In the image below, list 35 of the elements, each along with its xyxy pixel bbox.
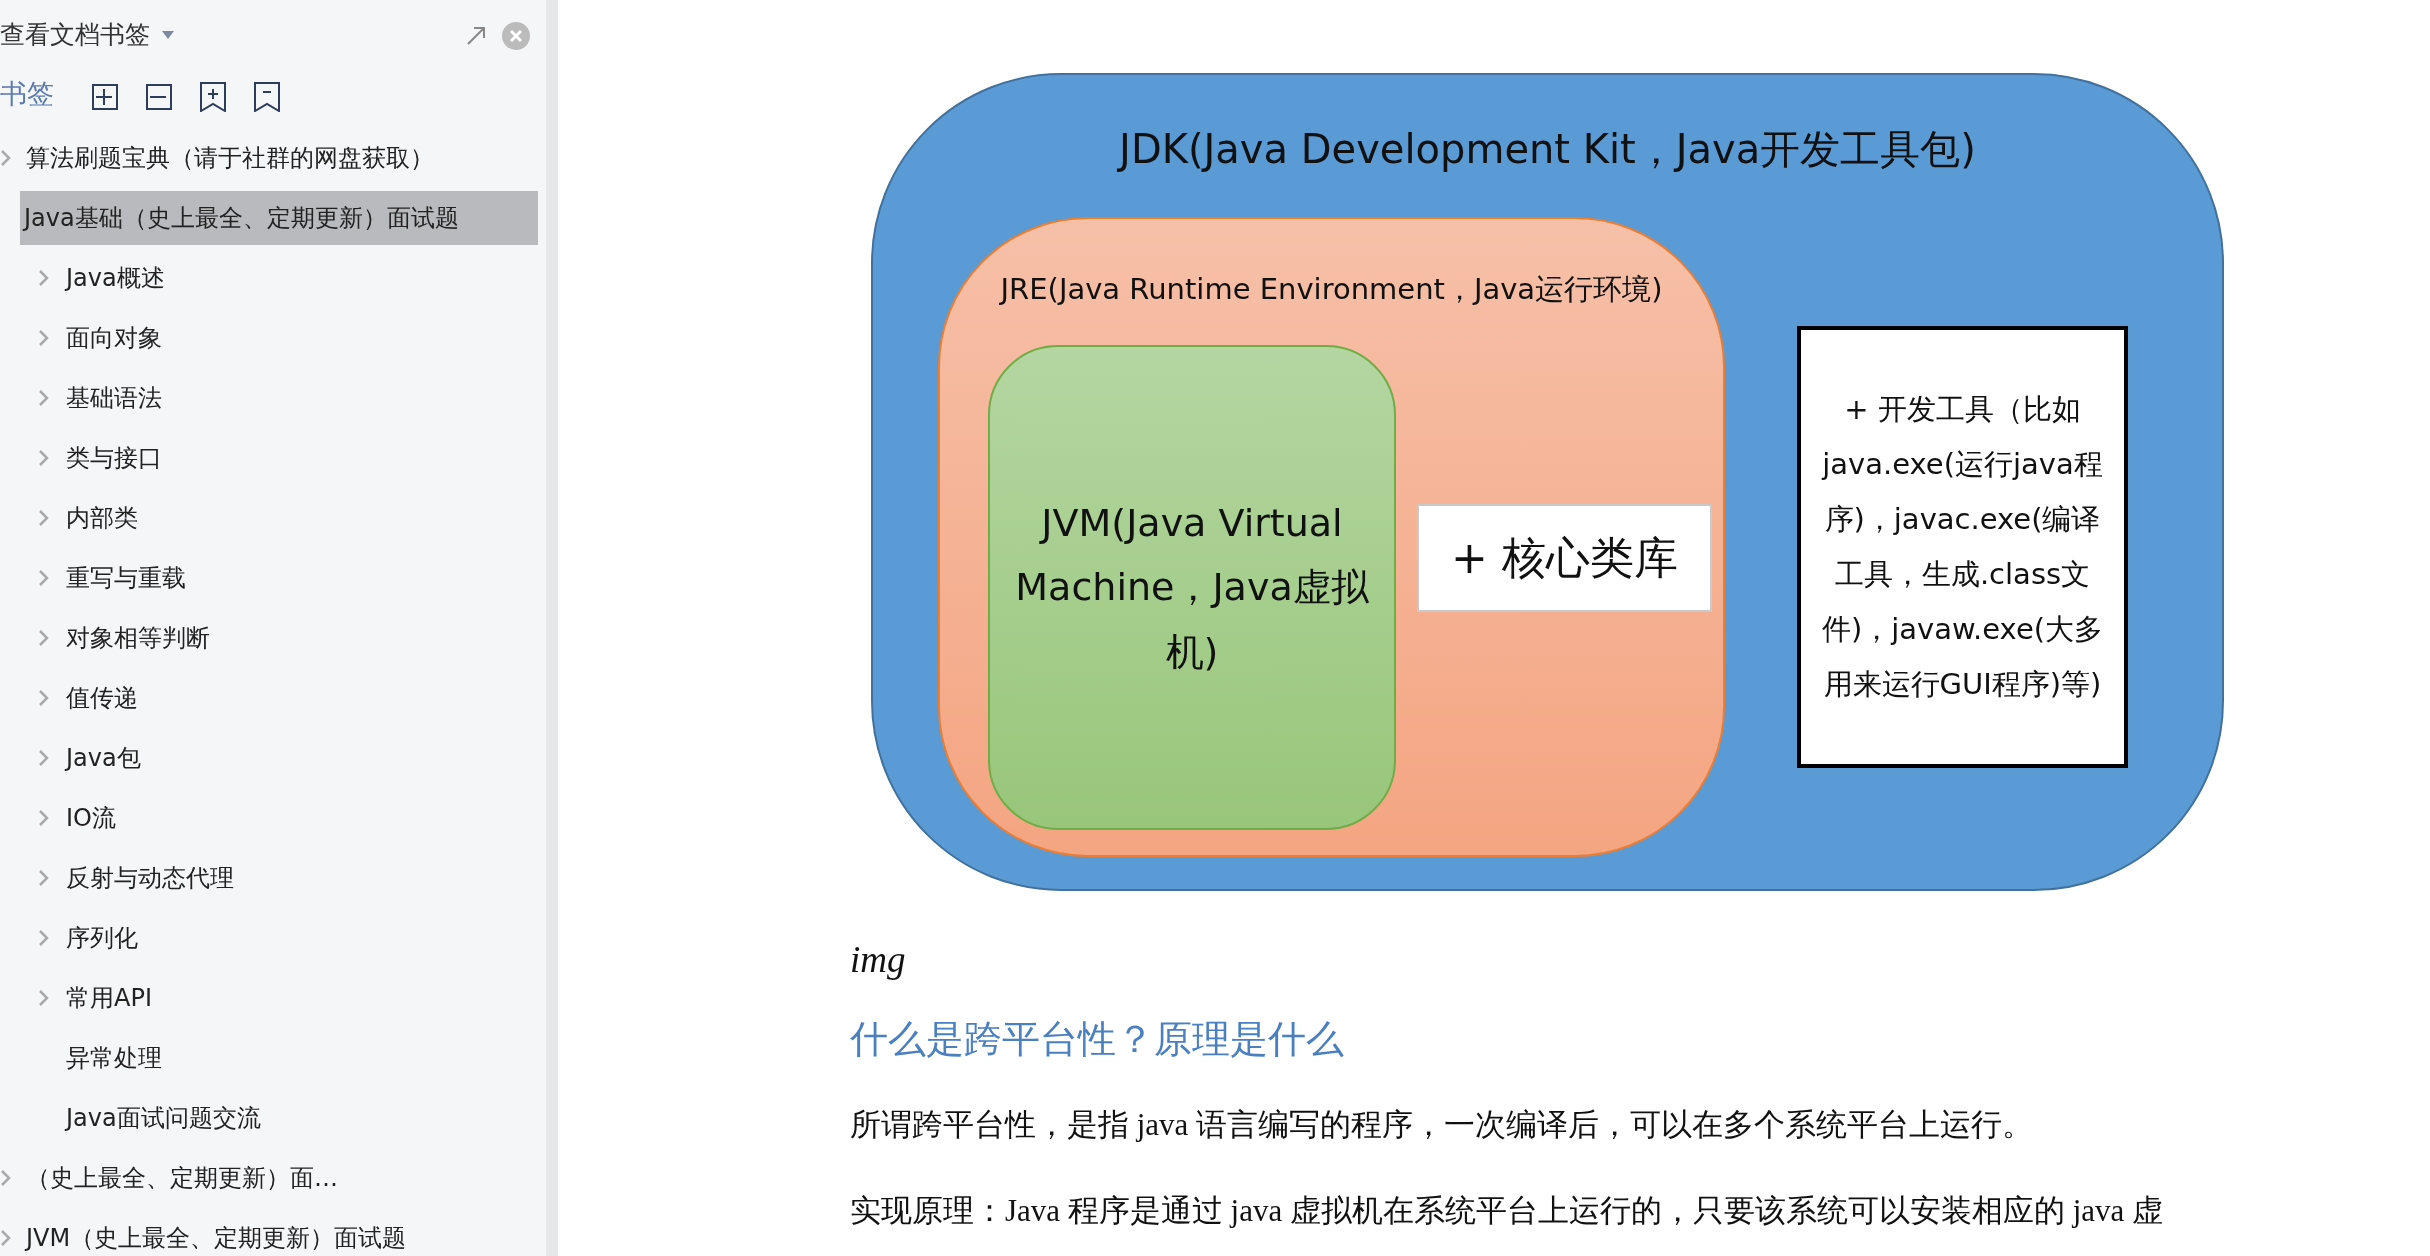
- bookmark-item: 序列化: [66, 923, 138, 954]
- node-label: + 开发工具（比如java.exe(运行java程序)，javac.exe(编译工具，生成.class文件)，javaw.exe(大多用来运行GUI程序)等): [1820, 390, 2105, 704]
- jdk-box: [871, 73, 2224, 891]
- bookmark-item: 内部类: [66, 503, 138, 534]
- bookmark-item: 反射与动态代理: [66, 863, 234, 894]
- panel-title: 查看文档书签: [0, 19, 150, 51]
- node-label: JVM(Java Virtual Machine，Java虚拟机): [1014, 499, 1370, 676]
- bookmark-item: JVM（史上最全、定期更新）面试题: [26, 1223, 407, 1254]
- bookmark-item: 异常处理: [66, 1043, 162, 1074]
- library-box: [1417, 504, 1712, 612]
- jre-box: [938, 217, 1725, 857]
- bookmark-item: 值传递: [66, 683, 138, 714]
- bookmark-item: 常用API: [66, 983, 152, 1014]
- bookmark-item: IO流: [66, 803, 116, 834]
- bookmark-item: （史上最全、定期更新）面…: [26, 1163, 338, 1194]
- bookmark-item: Java包: [66, 743, 141, 774]
- bookmark-item: Java概述: [66, 263, 165, 294]
- jvm-box: [988, 345, 1396, 830]
- bookmark-item: 对象相等判断: [66, 623, 210, 654]
- tools-box: [1797, 326, 2128, 768]
- image-caption: img: [850, 938, 906, 981]
- bookmark-item: 类与接口: [66, 443, 162, 474]
- node-label: JDK(Java Development Kit，Java开发工具包): [1119, 125, 1976, 174]
- bookmark-item: 算法刷题宝典（请于社群的网盘获取）: [26, 143, 434, 174]
- node-label: + 核心类库: [1451, 530, 1678, 585]
- paragraph: 实现原理：Java 程序是通过 java 虚拟机在系统平台上运行的，只要该系统可以安装相应的 java 虚: [850, 1192, 2164, 1230]
- paragraph: 所谓跨平台性，是指 java 语言编写的程序，一次编译后，可以在多个系统平台上运行。: [850, 1106, 2034, 1144]
- bookmark-item: 基础语法: [66, 383, 162, 414]
- tab-label: 书签: [0, 77, 54, 111]
- bookmark-item: Java基础（史上最全、定期更新）面试题: [24, 203, 459, 234]
- bookmark-item: 重写与重载: [66, 563, 186, 594]
- bookmark-item: 面向对象: [66, 323, 162, 354]
- section-heading: 什么是跨平台性？原理是什么: [850, 1017, 1344, 1062]
- bookmark-item: Java面试问题交流: [66, 1103, 261, 1134]
- node-label: JRE(Java Runtime Environment，Java运行环境): [1000, 271, 1663, 308]
